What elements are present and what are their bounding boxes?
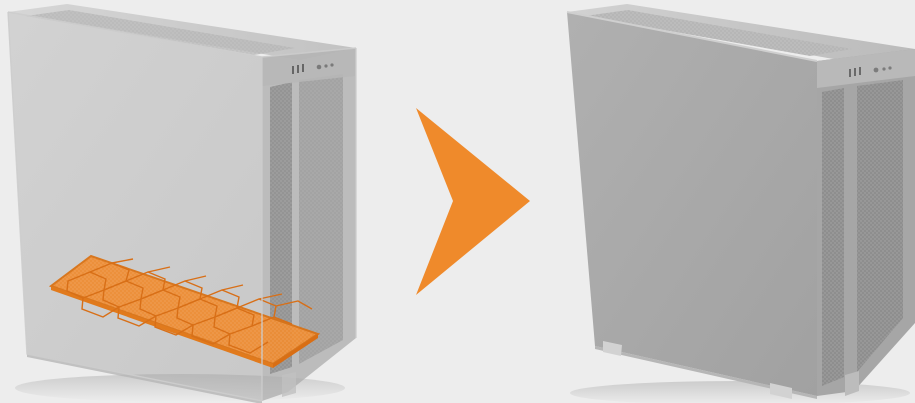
right-arrow-icon <box>416 108 530 295</box>
right-case <box>567 4 915 403</box>
left-case-front-foot <box>282 372 296 397</box>
right-case-front-mesh-left <box>822 88 844 386</box>
right-case-side-panel <box>567 12 817 396</box>
left-case-front-mesh-inner <box>299 74 343 364</box>
left-case <box>8 4 356 403</box>
